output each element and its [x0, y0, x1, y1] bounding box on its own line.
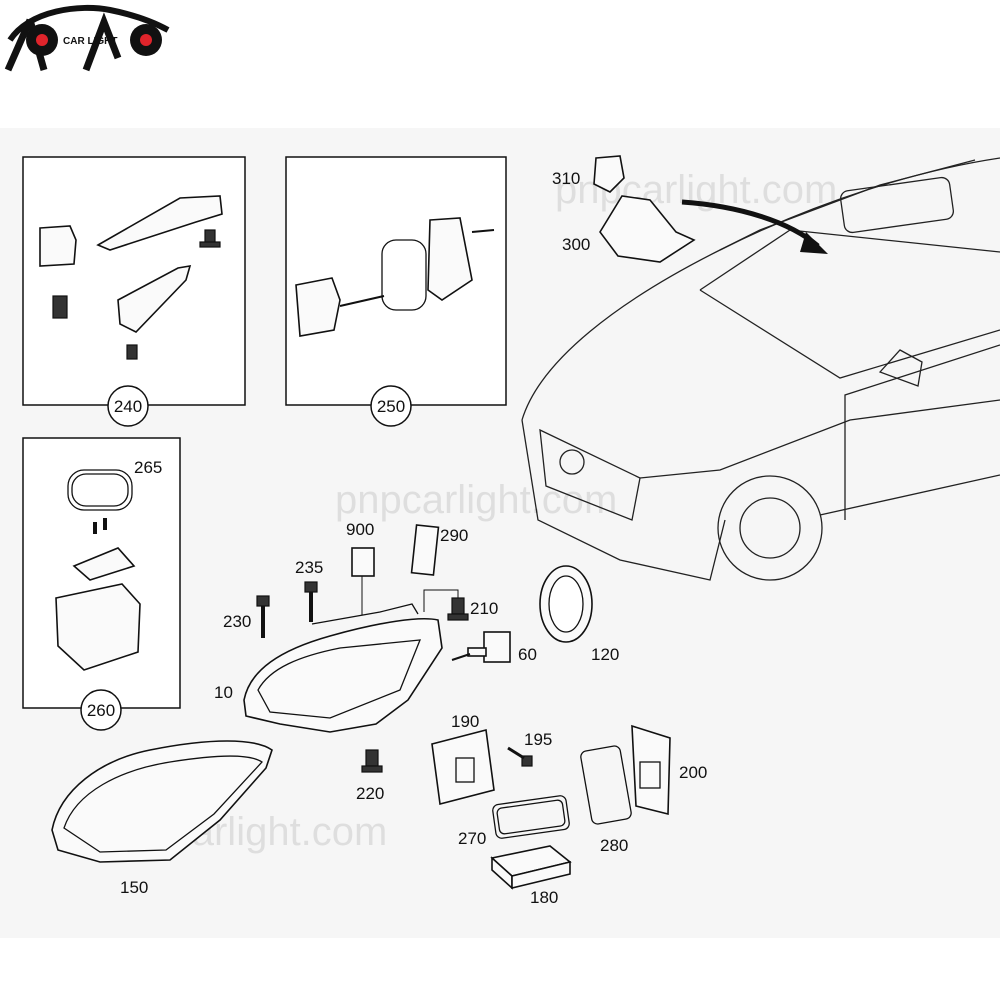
car-outline-icon: [521, 157, 1000, 581]
callout-195: 195: [524, 730, 552, 749]
callout-250: 250: [377, 397, 405, 416]
headlamp-icon: [243, 603, 443, 733]
logo-text: CAR LIGHT: [63, 36, 117, 47]
callout-200: 200: [679, 763, 707, 782]
callout-280: 280: [600, 836, 628, 855]
callout-235: 235: [295, 558, 323, 577]
callout-900: 900: [346, 520, 374, 539]
callout-60: 60: [518, 645, 537, 664]
bulb-socket-icon: [52, 295, 68, 319]
callout-230: 230: [223, 612, 251, 631]
logo-car-icon: [4, 4, 170, 72]
callout-180: 180: [530, 888, 558, 907]
bulb-icon: [451, 631, 511, 663]
callout-240: 240: [114, 397, 142, 416]
callout-265: 265: [134, 458, 162, 477]
kit-box-250: 250: [285, 156, 507, 427]
screw-icon: [199, 229, 221, 248]
callout-190: 190: [451, 712, 479, 731]
callout-120: 120: [591, 645, 619, 664]
ballast-icon: [431, 728, 495, 806]
callout-310: 310: [552, 169, 580, 188]
callout-10: 10: [214, 683, 233, 702]
callout-300: 300: [562, 235, 590, 254]
sensor-group-300-310: 310 300: [552, 155, 828, 263]
callout-270: 270: [458, 829, 486, 848]
callout-210: 210: [470, 599, 498, 618]
callout-290: 290: [440, 526, 468, 545]
callout-150: 150: [120, 878, 148, 897]
gasket-icon: [381, 239, 427, 311]
watermark-middle: pnpcarlight.com: [335, 478, 617, 522]
kit-box-260: 265 260: [22, 437, 181, 731]
brand-logo: CAR LIGHT: [4, 4, 170, 72]
callout-260: 260: [87, 701, 115, 720]
callout-220: 220: [356, 784, 384, 803]
kit-box-240: 240: [22, 156, 246, 427]
